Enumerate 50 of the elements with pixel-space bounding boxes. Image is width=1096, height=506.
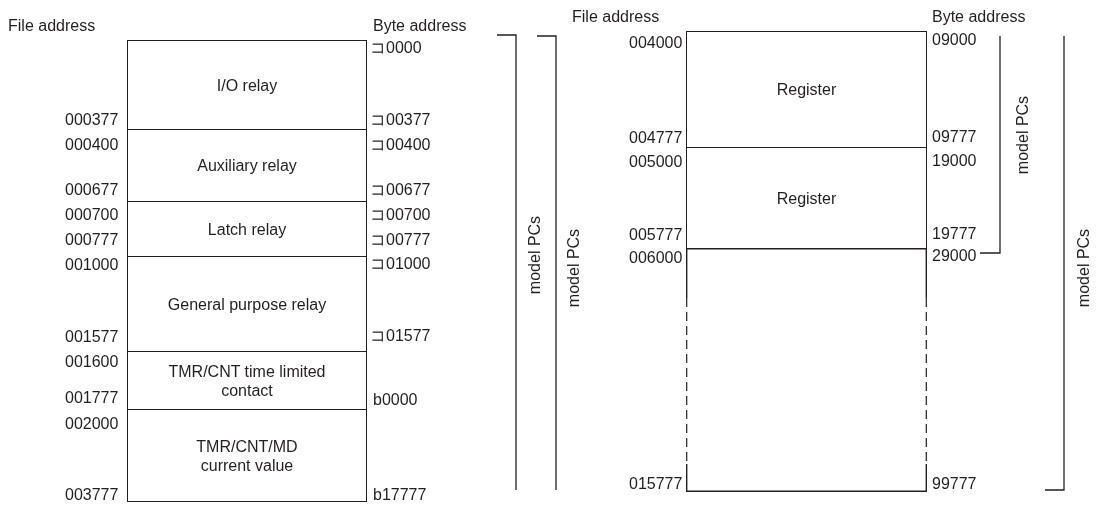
address-label: コ01000 [370, 255, 431, 273]
column-heading: File address [8, 17, 96, 35]
address-label: 000700 [65, 206, 119, 224]
address-label: 000677 [65, 181, 119, 199]
address-label: 001777 [65, 389, 119, 407]
address-label: 004000 [629, 34, 683, 52]
address-label: 005000 [629, 153, 683, 171]
memory-area-box: Register [686, 147, 927, 249]
address-label: 29000 [932, 247, 977, 265]
column-heading: Byte address [373, 17, 467, 35]
address-label: 006000 [629, 249, 683, 267]
address-label: 000777 [65, 231, 119, 249]
address-label: 000400 [65, 136, 119, 154]
address-label: 001600 [65, 353, 119, 371]
memory-area-box: Register [686, 31, 927, 148]
memory-area-box: I/O relay [127, 40, 367, 130]
address-label: 09000 [932, 31, 977, 49]
address-label: 001000 [65, 256, 119, 274]
address-label: 015777 [629, 475, 683, 493]
address-label: 19777 [932, 225, 977, 243]
memory-area-box: Latch relay [127, 201, 367, 257]
address-label: コ01577 [370, 327, 431, 345]
column-heading: Byte address [932, 8, 1026, 26]
address-label: コ00677 [370, 181, 431, 199]
address-label: 001577 [65, 328, 119, 346]
address-label: コ0000 [370, 39, 422, 57]
address-label: 09777 [932, 128, 977, 146]
address-label: コ00700 [370, 206, 431, 224]
address-label: b17777 [373, 486, 427, 504]
range-label: model PCs [526, 215, 545, 295]
address-label: コ00400 [370, 136, 431, 154]
memory-block [686, 248, 927, 492]
address-label: 004777 [629, 129, 683, 147]
address-label: 99777 [932, 475, 977, 493]
range-label: model PCs [1014, 95, 1033, 175]
address-label: 000377 [65, 111, 119, 129]
address-label: コ00377 [370, 111, 431, 129]
memory-area-box: TMR/CNT/MD current value [127, 409, 367, 502]
column-heading: File address [572, 8, 660, 26]
address-label: b0000 [373, 391, 418, 409]
range-label: model PCs [565, 228, 584, 308]
address-label: 005777 [629, 226, 683, 244]
memory-area-box: General purpose relay [127, 256, 367, 352]
address-label: コ00777 [370, 231, 431, 249]
address-label: 003777 [65, 486, 119, 504]
address-label: 19000 [932, 152, 977, 170]
address-label: 002000 [65, 415, 119, 433]
memory-area-box: TMR/CNT time limited contact [127, 351, 367, 410]
range-label: model PCs [1075, 228, 1094, 308]
memory-area-box: Auxiliary relay [127, 129, 367, 202]
